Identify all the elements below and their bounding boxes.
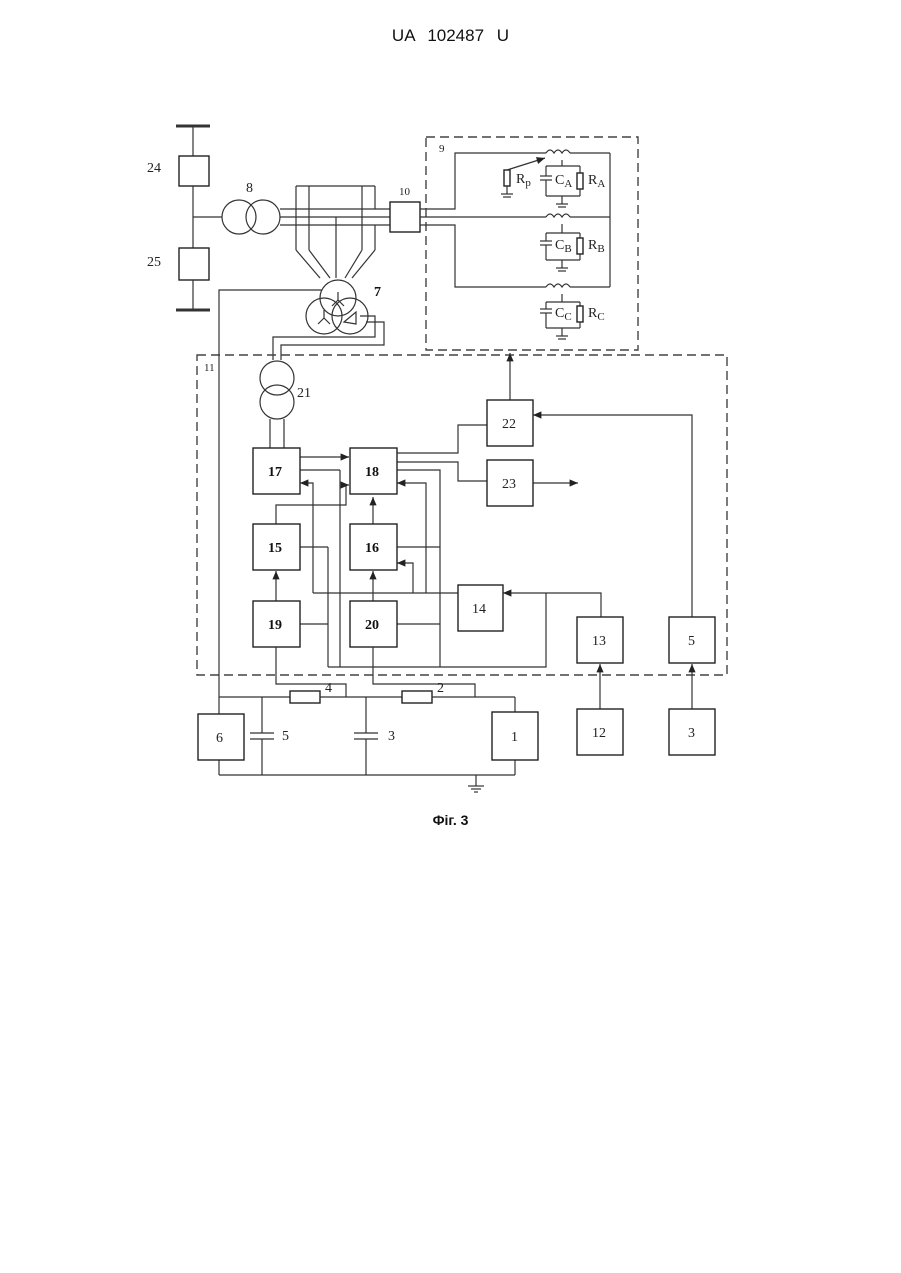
label-2: 2 xyxy=(437,681,444,696)
label-rb: RB xyxy=(588,238,605,255)
label-ca: CA xyxy=(555,173,572,190)
label-18: 18 xyxy=(365,465,379,480)
label-3-capacitor: 3 xyxy=(388,729,395,744)
label-cc: CC xyxy=(555,306,572,323)
label-24: 24 xyxy=(147,161,161,176)
block-25 xyxy=(179,248,209,280)
label-11: 11 xyxy=(204,362,215,374)
label-22: 22 xyxy=(502,417,516,432)
label-4: 4 xyxy=(325,681,332,696)
figure-caption: Фіг. 3 xyxy=(0,812,901,828)
filter-network xyxy=(420,150,610,339)
bus-section xyxy=(176,126,390,310)
label-3-block: 3 xyxy=(688,726,695,741)
label-10: 10 xyxy=(399,186,411,198)
transformer-8-secondary xyxy=(246,200,280,234)
label-7: 7 xyxy=(374,285,381,300)
label-1: 1 xyxy=(511,730,518,745)
label-rc: RC xyxy=(588,306,605,323)
label-cb: CB xyxy=(555,238,572,255)
transformer-21 xyxy=(260,361,294,448)
label-25: 25 xyxy=(147,255,161,270)
block-24 xyxy=(179,156,209,186)
label-ra: RA xyxy=(588,173,605,190)
transformer-7 xyxy=(273,250,384,360)
label-23: 23 xyxy=(502,477,516,492)
resistor-2 xyxy=(402,691,432,703)
label-19: 19 xyxy=(268,618,282,633)
label-16: 16 xyxy=(365,541,379,556)
label-5-capacitor: 5 xyxy=(282,729,289,744)
label-rp: Rp xyxy=(516,172,531,189)
label-15: 15 xyxy=(268,541,282,556)
label-17: 17 xyxy=(268,465,282,480)
label-13: 13 xyxy=(592,634,606,649)
group-9 xyxy=(426,137,638,350)
label-14: 14 xyxy=(472,602,486,617)
block-10 xyxy=(390,202,420,232)
label-6: 6 xyxy=(216,731,223,746)
label-5-block: 5 xyxy=(688,634,695,649)
resistor-4 xyxy=(290,691,320,703)
label-12: 12 xyxy=(592,726,606,741)
label-20: 20 xyxy=(365,618,379,633)
label-9: 9 xyxy=(439,143,445,155)
label-8: 8 xyxy=(246,181,253,196)
label-21: 21 xyxy=(297,386,311,401)
